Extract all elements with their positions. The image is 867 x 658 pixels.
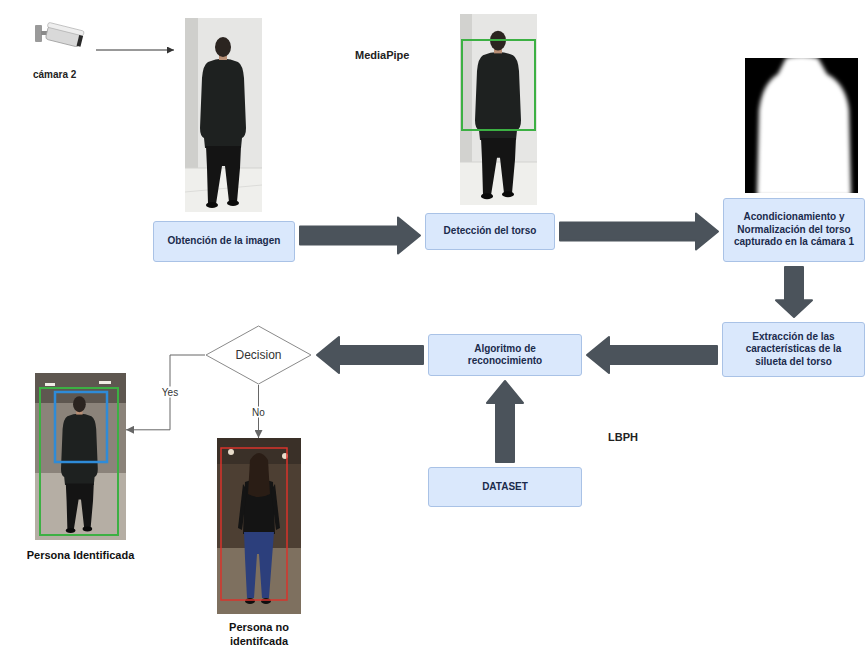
process-box: Acondicionamiento y Normalización del to… [723, 198, 865, 262]
edge-label: Yes [160, 387, 180, 398]
flow-arrow [487, 381, 523, 462]
text-block: DATASET [482, 481, 528, 494]
result-photo: Persona Identificada [35, 373, 126, 540]
library-label: MediaPipe [355, 49, 409, 61]
algorithm-label: LBPH [608, 431, 638, 443]
text-block: Decision [235, 348, 281, 362]
node-text: Acondicionamiento y Normalización del to… [728, 211, 860, 249]
node-text: Decision [235, 348, 281, 362]
node-text: Detección del torso [444, 225, 537, 238]
process-box: Obtención de la imagen [153, 221, 295, 262]
text-block: Obtención de la imagen [168, 235, 281, 248]
flow-arrow [300, 218, 420, 254]
process-box: Detección del torso [425, 213, 555, 250]
person-photo [185, 18, 262, 212]
not-identified-photo [217, 438, 301, 614]
result-photo: Persona no identifcada [217, 438, 301, 614]
camera-label: cámara 2 [33, 69, 76, 80]
node-text: DATASET [482, 481, 528, 494]
node-text: Algoritmo de reconocimiento [455, 343, 555, 368]
decision-line [126, 355, 205, 430]
identified-photo [35, 373, 126, 540]
flow-arrow [776, 267, 812, 317]
text-block: Detección del torso [444, 225, 537, 238]
photo-caption: Persona Identificada [6, 548, 156, 562]
torso-detection-photo [460, 14, 537, 205]
text-block: Acondicionamiento y Normalización del to… [728, 211, 860, 249]
decision-diamond: Decision [205, 325, 312, 385]
diamond-shape [206, 326, 311, 384]
photo-caption: Persona no identifcada [218, 620, 300, 649]
flow-arrow [587, 337, 717, 373]
camera-icon [35, 22, 84, 47]
node-text: Extracción de las características de la … [738, 331, 850, 369]
flow-arrow [560, 214, 718, 250]
torso-silhouette [745, 56, 858, 196]
dataset-box: DATASET [428, 467, 582, 507]
text-block: Extracción de las características de la … [738, 331, 850, 369]
camera-arrow [96, 50, 174, 51]
node-text: Obtención de la imagen [168, 235, 281, 248]
text-block: Algoritmo de reconocimiento [455, 343, 555, 368]
edge-label: No [250, 406, 267, 417]
flow-arrow [317, 337, 423, 373]
process-box: Algoritmo de reconocimiento [428, 334, 582, 376]
process-box: Extracción de las características de la … [722, 322, 865, 377]
